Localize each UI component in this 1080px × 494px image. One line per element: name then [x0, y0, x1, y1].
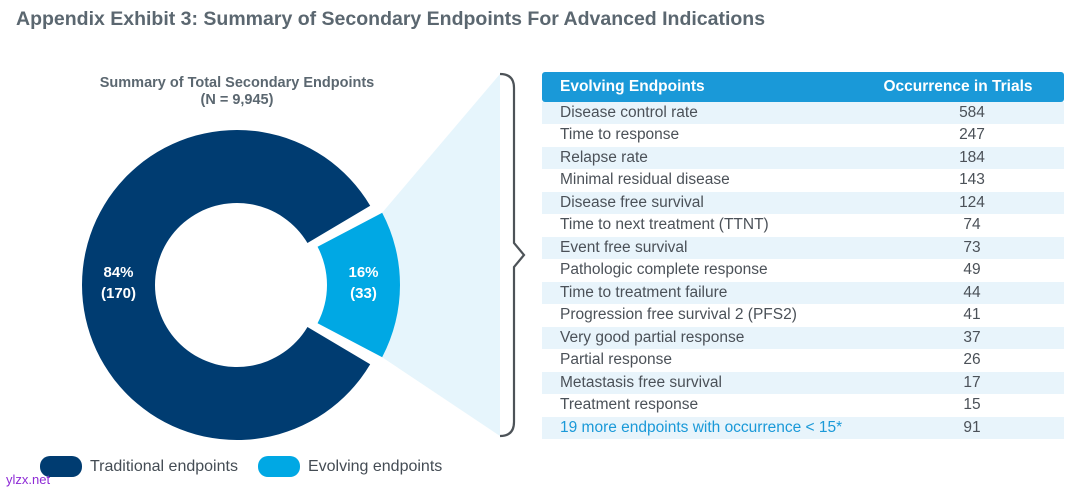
table-row: 19 more endpoints with occurrence < 15*9…	[542, 416, 1064, 440]
slice-label-evolving-pct: 16%	[348, 264, 378, 281]
occurrence-value-cell: 124	[852, 191, 1064, 215]
watermark: ylzx.net	[6, 472, 51, 487]
occurrence-value-cell: 91	[852, 416, 1064, 440]
donut-chart: Summary of Total Secondary Endpoints (N …	[81, 72, 526, 440]
occurrence-value-cell: 49	[852, 259, 1064, 282]
endpoints-table: Evolving Endpoints Occurrence in Trials …	[542, 72, 1064, 440]
legend-swatch-evolving	[257, 456, 300, 477]
slice-label-evolving-count: (33)	[350, 285, 377, 302]
occurrence-value-cell: 15	[852, 394, 1064, 417]
endpoint-name-cell: Time to treatment failure	[542, 281, 852, 305]
donut-subtitle: (N = 9,945)	[201, 92, 274, 108]
donut-slice-traditional	[81, 129, 371, 440]
legend-item-traditional: Traditional endpoints	[40, 456, 238, 477]
occurrence-value-cell: 74	[852, 214, 1064, 237]
occurrence-value-cell: 26	[852, 349, 1064, 372]
endpoint-name-cell: Metastasis free survival	[542, 371, 852, 395]
page-title: Appendix Exhibit 3: Summary of Secondary…	[16, 8, 766, 30]
callout-bracket	[499, 72, 526, 438]
legend-label-traditional: Traditional endpoints	[90, 457, 238, 475]
occurrence-value-cell: 37	[852, 326, 1064, 350]
occurrence-value-cell: 73	[852, 236, 1064, 260]
occurrence-value-cell: 44	[852, 281, 1064, 305]
endpoint-name-cell: Time to response	[542, 124, 852, 147]
endpoint-name-cell: Disease free survival	[542, 191, 852, 215]
legend-label-evolving: Evolving endpoints	[307, 457, 443, 475]
endpoint-name-cell: Progression free survival 2 (PFS2)	[542, 304, 852, 327]
slice-label-traditional-pct: 84%	[103, 264, 133, 281]
legend-swatch-traditional	[40, 456, 82, 477]
endpoint-name-cell: Disease control rate	[542, 102, 852, 125]
table-row: Progression free survival 2 (PFS2)41	[542, 304, 1064, 327]
endpoint-name-cell: Relapse rate	[542, 146, 852, 170]
endpoint-name-cell: Very good partial response	[542, 326, 852, 350]
endpoint-name-cell: Event free survival	[542, 236, 852, 260]
occurrence-value-cell: 41	[852, 304, 1064, 327]
legend: Traditional endpoints Evolving endpoints	[40, 456, 462, 477]
slice-label-traditional-count: (170)	[101, 285, 136, 302]
column-header-endpoint: Evolving Endpoints	[542, 72, 852, 102]
legend-item-evolving: Evolving endpoints	[257, 456, 443, 477]
endpoint-name-cell: Pathologic complete response	[542, 259, 852, 282]
endpoint-name-cell: Minimal residual disease	[542, 169, 852, 192]
occurrence-value-cell: 184	[852, 146, 1064, 170]
endpoint-name-cell: Time to next treatment (TTNT)	[542, 214, 852, 237]
donut-title: Summary of Total Secondary Endpoints	[100, 75, 374, 91]
endpoint-name-cell: 19 more endpoints with occurrence < 15*	[542, 416, 852, 440]
endpoint-name-cell: Treatment response	[542, 394, 852, 417]
donut-slice-evolving	[317, 212, 400, 358]
occurrence-value-cell: 247	[852, 124, 1064, 147]
occurrence-value-cell: 17	[852, 371, 1064, 395]
occurrence-value-cell: 584	[852, 102, 1064, 125]
table-header-row: Evolving Endpoints Occurrence in Trials	[542, 72, 1064, 102]
callout-wedge	[382, 74, 500, 436]
column-header-occurrence: Occurrence in Trials	[852, 72, 1064, 102]
endpoint-name-cell: Partial response	[542, 349, 852, 372]
table-row: Time to next treatment (TTNT)74	[542, 214, 1064, 237]
occurrence-value-cell: 143	[852, 169, 1064, 192]
